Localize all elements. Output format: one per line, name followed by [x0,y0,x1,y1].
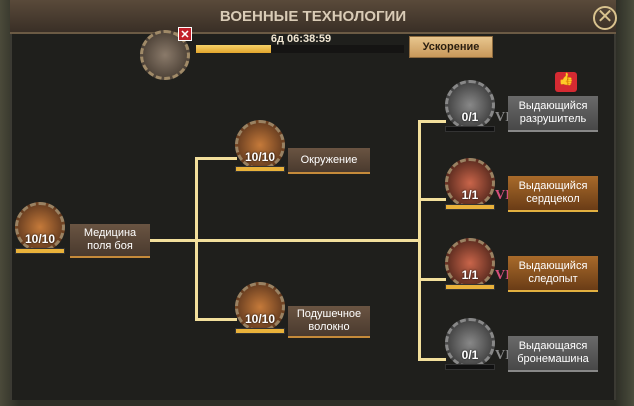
tech-progress-bar [445,284,495,290]
tech-icon[interactable] [445,318,495,368]
tech-name-line1: Выдающаяся [518,340,588,352]
tech-name-line1: Окружение [300,153,358,166]
connector [418,120,421,361]
tech-rank: VI [495,110,511,125]
connector [195,157,237,160]
connector [418,358,446,361]
tech-icon[interactable] [445,238,495,288]
connector [418,278,446,281]
tech-name-line2: бронемашина [517,353,589,365]
tech-name-line1: Выдающийся [518,180,588,192]
tech-progress-bar [445,204,495,210]
tech-name-line2: сердцекол [526,193,580,205]
page-title: ВОЕННЫЕ ТЕХНОЛОГИИ [219,8,407,25]
tech-label[interactable]: Выдающаяся бронемашина [508,336,598,372]
recommended-thumbs-up-icon: 👍 [555,72,577,92]
tech-name-line2: разрушитель [519,113,587,125]
tech-level: 1/1 [461,188,479,202]
tech-progress-bar [15,248,65,254]
speedup-button[interactable]: Ускорение [409,36,493,58]
cancel-research-icon[interactable]: ✕ [178,27,192,41]
tech-label[interactable]: Подушечное волокно [288,306,370,338]
tech-name-line1: Медицина [83,227,137,239]
tech-name-line1: Выдающийся [518,100,588,112]
research-progress-bar [196,45,404,53]
connector [195,157,198,320]
research-timer: 6д 06:38:59 [270,33,332,45]
tech-icon[interactable] [235,282,285,332]
tech-level: 10/10 [244,150,276,164]
close-icon[interactable]: ✕ [593,6,617,30]
tech-progress-bar [445,126,495,132]
tech-name-line1: Выдающийся [518,260,588,272]
connector [418,120,446,123]
tech-rank: VI [495,268,511,283]
tech-level: 0/1 [461,348,479,362]
tech-progress-bar [235,328,285,334]
connector [418,198,446,201]
tech-name-line2: волокно [308,321,350,333]
connector [195,318,237,321]
tech-level: 10/10 [24,232,56,246]
tech-progress-bar [235,166,285,172]
tech-label[interactable]: Выдающийся сердцекол [508,176,598,212]
tech-label[interactable]: Выдающийся следопыт [508,256,598,292]
tech-name-line1: Подушечное [296,308,362,320]
tech-progress-bar [445,364,495,370]
tech-name-line2: следопыт [528,273,578,285]
tech-icon[interactable] [445,80,495,130]
tech-rank: VI [495,188,511,203]
tech-level: 1/1 [461,268,479,282]
tech-level: 10/10 [244,312,276,326]
tech-rank: VI [495,348,511,363]
tech-label[interactable]: Выдающийся разрушитель [508,96,598,132]
tech-name-line2: поля боя [87,240,133,252]
connector [150,239,420,242]
tech-level: 0/1 [461,110,479,124]
title-bar: ВОЕННЫЕ ТЕХНОЛОГИИ ✕ [10,0,617,34]
tech-label[interactable]: Медицина поля боя [70,224,150,258]
tech-label[interactable]: Окружение [288,148,370,174]
